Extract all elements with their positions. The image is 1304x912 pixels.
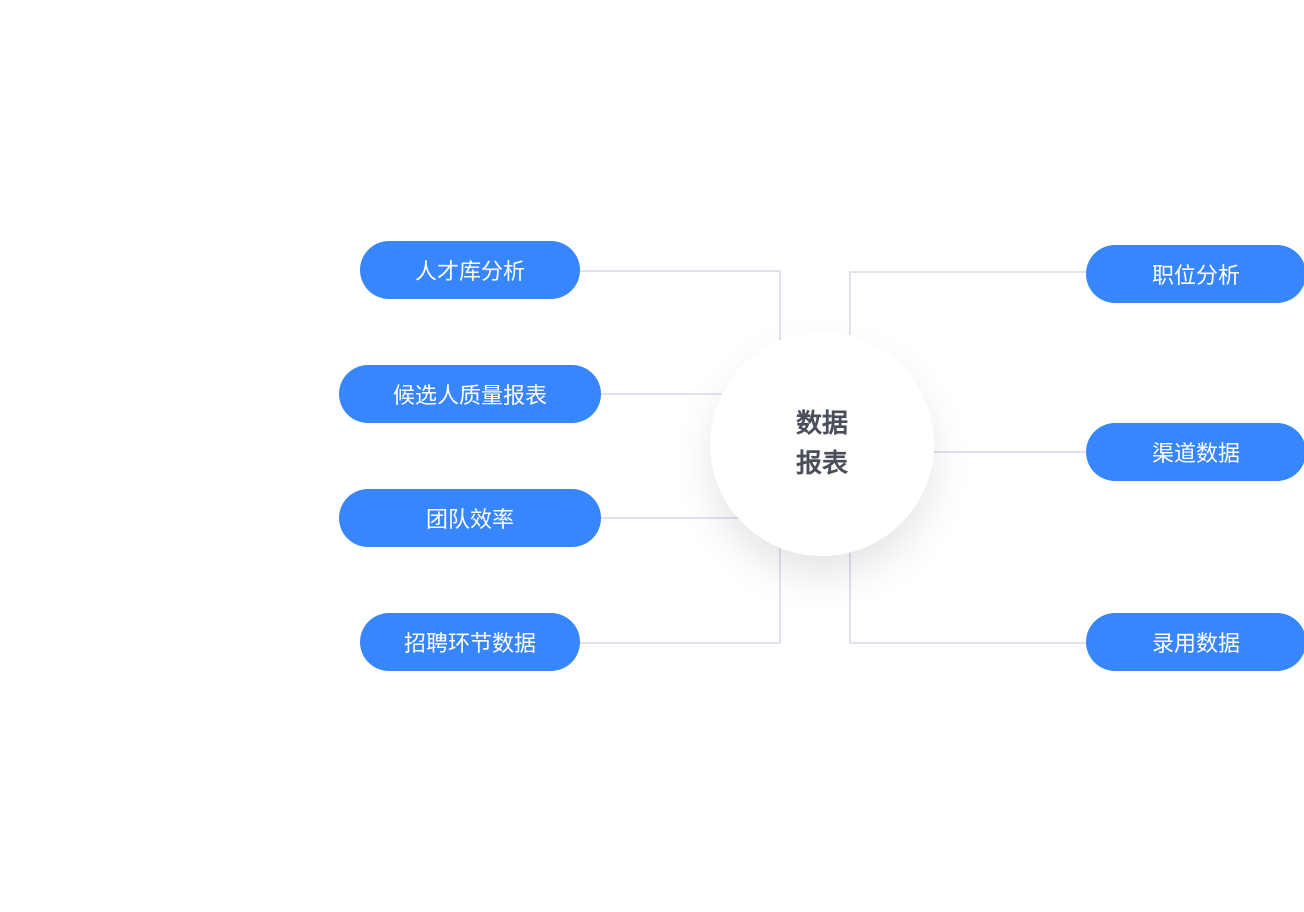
connector-right-1 xyxy=(849,271,1086,335)
center-label-line1: 数据 xyxy=(795,409,848,439)
node-position-analysis[interactable]: 职位分析 xyxy=(1086,245,1304,303)
connector-left-4 xyxy=(580,548,781,644)
node-channel-data[interactable]: 渠道数据 xyxy=(1086,423,1304,481)
node-talent-pool-analysis[interactable]: 人才库分析 xyxy=(360,241,580,299)
node-candidate-quality-report[interactable]: 候选人质量报表 xyxy=(339,365,601,423)
node-recruitment-stage-data[interactable]: 招聘环节数据 xyxy=(360,613,580,671)
center-label-line2: 报表 xyxy=(795,449,848,479)
connector-right-3 xyxy=(849,552,1086,644)
center-node-data-reports: 数据 报表 xyxy=(710,332,934,556)
node-hiring-data[interactable]: 录用数据 xyxy=(1086,613,1304,671)
connector-left-1 xyxy=(580,270,781,340)
node-team-efficiency[interactable]: 团队效率 xyxy=(339,489,601,547)
